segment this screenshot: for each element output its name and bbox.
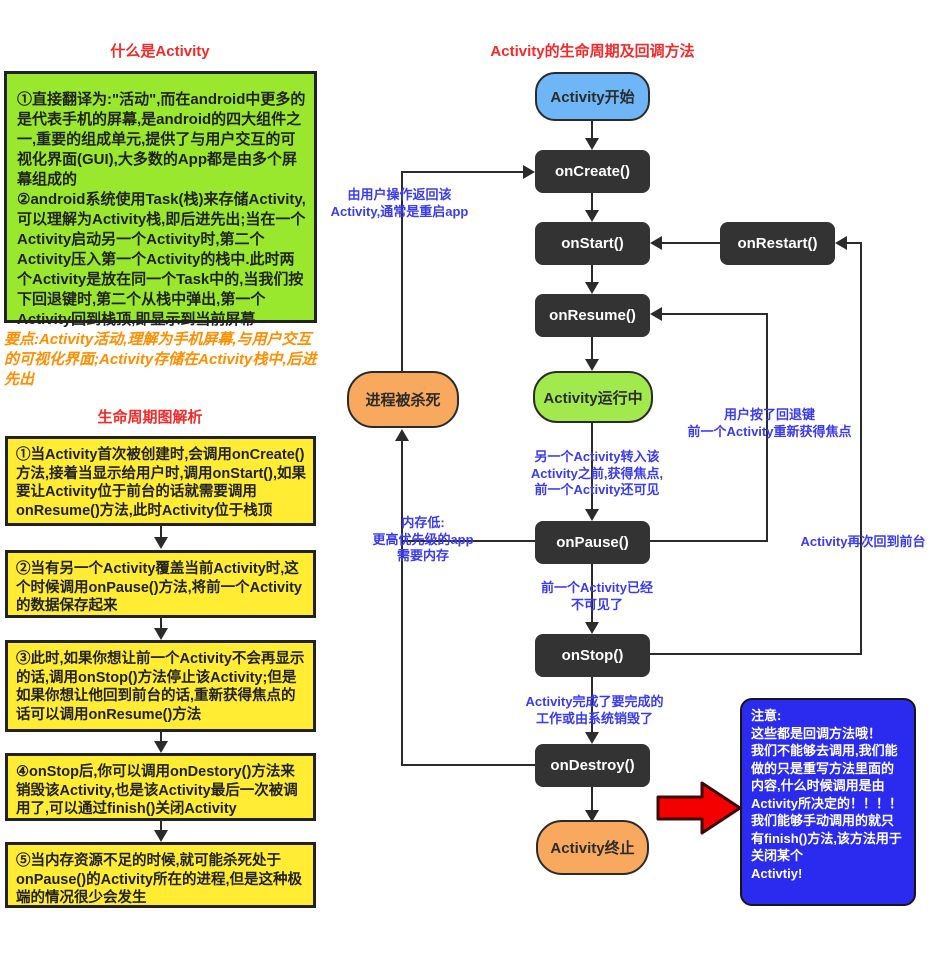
arrow-up-icon	[395, 429, 409, 441]
arrow-down-icon	[154, 741, 168, 753]
arrow-right-icon	[523, 165, 535, 179]
node-onresume: onResume()	[535, 294, 650, 337]
connector-stop-restart-vertical	[860, 242, 862, 655]
label-another-activity: 另一个Activity转入该 Activity之前,获得焦点, 前一个Activ…	[530, 449, 664, 498]
step-connector-3	[160, 731, 162, 743]
connector-pause-stop	[591, 563, 593, 624]
lifecycle-analysis-title: 生命周期图解析	[97, 409, 203, 426]
arrow-down-icon	[585, 210, 599, 222]
connector-destroy-end	[591, 786, 593, 812]
arrow-down-icon	[585, 359, 599, 371]
connector-stop-restart-top	[847, 242, 861, 244]
connector-stop-destroy	[591, 676, 593, 734]
node-onrestart: onRestart()	[720, 222, 835, 265]
label-back-key: 用户按了回退键 前一个Activity重新获得焦点	[687, 407, 852, 439]
node-onpause: onPause()	[535, 521, 650, 564]
arrow-left-icon	[650, 236, 662, 250]
node-onstop: onStop()	[535, 634, 650, 677]
notice-box: 注意: 这些都是回调方法哦！ 我们不能够去调用,我们能做的只是重写方法里面的内容…	[740, 698, 916, 906]
node-oncreate: onCreate()	[535, 150, 650, 193]
arrow-down-icon	[585, 509, 599, 521]
label-low-memory: 内存低: 更高优先级的app 需要内存	[372, 515, 474, 564]
connector-killed-vertical	[401, 440, 403, 766]
node-activity-running: Activity运行中	[533, 371, 653, 423]
label-work-done: Activity完成了要完成的 工作或由系统销毁了	[525, 694, 664, 726]
connector-killed-create-vertical	[401, 171, 403, 371]
step-connector-1	[160, 524, 162, 540]
arrow-down-icon	[585, 622, 599, 634]
arrow-down-icon	[585, 138, 599, 150]
connector-create-onstart	[591, 192, 593, 212]
arrow-down-icon	[154, 628, 168, 640]
label-not-visible: 前一个Activity已经 不可见了	[541, 580, 653, 612]
flowchart-title: Activity的生命周期及回调方法	[490, 43, 695, 60]
node-process-killed: 进程被杀死	[347, 371, 459, 428]
connector-resume-running	[591, 336, 593, 361]
connector-onstart-resume	[591, 264, 593, 284]
arrow-down-icon	[154, 830, 168, 842]
step-connector-2	[160, 616, 162, 630]
label-back-to-front: Activity再次回到前台	[800, 534, 926, 549]
step-box-2: ②当有另一个Activity覆盖当前Activity时,这个时候调用onPaus…	[5, 550, 316, 618]
arrow-down-icon	[585, 810, 599, 822]
key-points-note: 要点:Activity活动,理解为手机屏幕,与用户交互的可视化界面;Activi…	[4, 331, 317, 388]
connector-restart-onstart	[662, 242, 720, 244]
arrow-left-icon	[835, 236, 847, 250]
node-activity-start: Activity开始	[535, 72, 650, 121]
what-is-activity-box: ①直接翻译为:"活动",而在android中更多的是代表手机的屏幕,是andro…	[4, 71, 317, 328]
connector-backkey-top	[662, 313, 768, 315]
label-return-by-user: 由用户操作返回该 Activity,通常是重启app	[330, 187, 469, 219]
arrow-down-icon	[154, 537, 168, 549]
connector-start-create	[591, 120, 593, 140]
connector-running-pause	[591, 422, 593, 511]
step-connector-4	[160, 819, 162, 832]
arrow-down-icon	[585, 282, 599, 294]
connector-killed-create-horizontal	[402, 171, 524, 173]
what-is-activity-title: 什么是Activity	[110, 43, 210, 60]
connector-backkey-vertical	[766, 313, 768, 542]
red-arrow-icon	[656, 781, 742, 835]
step-box-5: ⑤当内存资源不足的时候,就可能杀死处于onPause()的Activity所在的…	[5, 842, 316, 908]
step-box-3: ③此时,如果你想让前一个Activity不会再显示的话,调用onStop()方法…	[5, 640, 316, 732]
step-box-1: ①当Activity首次被创建时,会调用onCreate()方法,接着当显示给用…	[5, 436, 316, 526]
node-ondestroy: onDestroy()	[535, 744, 650, 787]
node-activity-end: Activity终止	[536, 820, 649, 875]
arrow-left-icon	[650, 307, 662, 321]
connector-backkey-bottom	[650, 540, 768, 542]
connector-pause-killed	[401, 540, 535, 542]
connector-stop-restart-bottom	[650, 653, 862, 655]
step-box-4: ④onStop后,你可以调用onDestory()方法来销毁该Activity,…	[5, 753, 316, 821]
arrow-down-icon	[585, 732, 599, 744]
node-onstart: onStart()	[535, 222, 650, 265]
connector-destroy-killed	[401, 764, 535, 766]
